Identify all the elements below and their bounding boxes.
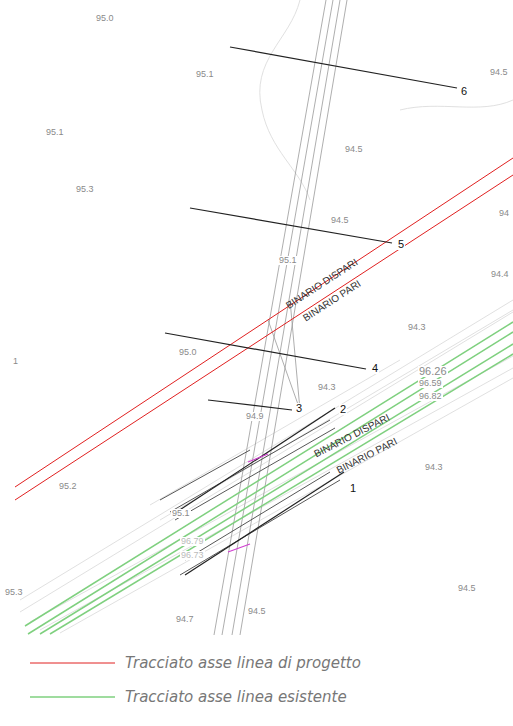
road-corridor <box>214 0 347 635</box>
spot-height: 96.79 <box>180 537 205 546</box>
spot-height: 94.5 <box>344 145 364 154</box>
section-number: 3 <box>295 403 303 414</box>
spot-height: 95.3 <box>75 185 95 194</box>
spot-height: 94.3 <box>407 323 427 332</box>
contour-lines <box>20 0 513 633</box>
section-number: 1 <box>349 483 357 494</box>
spot-height: 95.1 <box>171 509 191 518</box>
spot-height: 94.5 <box>330 216 350 225</box>
project-line <box>15 158 513 500</box>
spot-height: 94.7 <box>175 615 195 624</box>
spot-height: 96.82 <box>418 392 443 401</box>
section-number: 2 <box>339 404 347 415</box>
spot-height: 94 <box>498 209 510 218</box>
spot-height: 95.1 <box>278 256 298 265</box>
spot-height: 95.3 <box>4 588 24 597</box>
legend-text: Tracciato asse linea esistente <box>125 690 347 705</box>
spot-height: 95.2 <box>58 482 78 491</box>
spot-height: 95.0 <box>95 14 115 23</box>
spot-height: 96.73 <box>180 551 205 560</box>
spot-height: 95.1 <box>45 128 65 137</box>
spot-height: 94.5 <box>247 607 267 616</box>
spot-height: 1 <box>12 357 19 366</box>
spot-height: 95.0 <box>178 348 198 357</box>
spot-height: 94.3 <box>317 383 337 392</box>
spot-height: 94.5 <box>489 68 509 77</box>
platform-lines <box>160 420 340 575</box>
spot-height: 96.59 <box>418 379 443 388</box>
spot-height: 94.3 <box>424 463 444 472</box>
survey-marks <box>228 454 268 552</box>
legend-text: Tracciato asse linea di progetto <box>125 656 361 671</box>
existing-line <box>25 322 513 634</box>
spot-height: 95.1 <box>195 70 215 79</box>
spot-height: 96.26 <box>418 366 448 377</box>
section-number: 5 <box>397 239 405 250</box>
section-lines <box>165 47 457 575</box>
legend-samples <box>30 663 115 697</box>
spot-height: 94.9 <box>245 412 265 421</box>
spot-height: 94.5 <box>457 584 477 593</box>
section-number: 4 <box>371 363 379 374</box>
section-number: 6 <box>460 86 468 97</box>
spot-height: 94.4 <box>490 270 510 279</box>
